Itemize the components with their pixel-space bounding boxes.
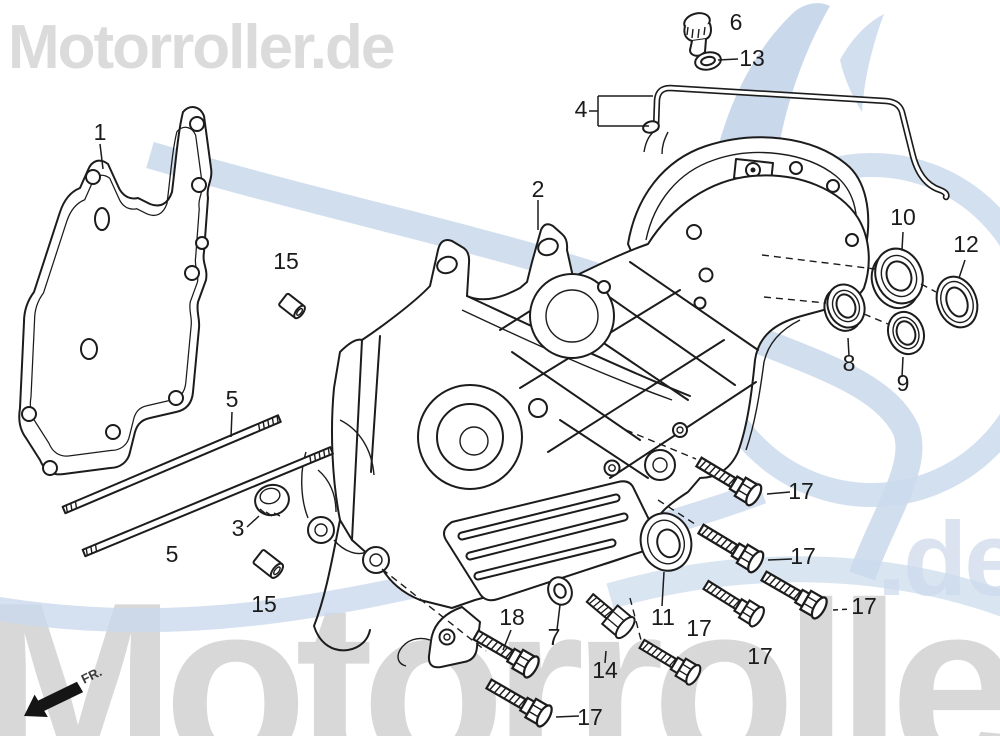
top-watermark-text: Motorroller.de [8,13,394,82]
part-callout-17-d: 17 [747,643,773,669]
tube-fitting [642,120,660,134]
crankcase-bottom-tab [427,606,481,669]
part-callout-17-b: 17 [790,543,816,569]
part-callout-3: 3 [232,515,245,541]
front-arrow-icon [24,681,84,717]
part-callout-17-e: 17 [686,615,712,641]
crankcase-left-arms [301,335,431,667]
stud-part-5-lower [81,446,334,558]
part-callout-15-lower: 15 [251,591,277,617]
part-callout-17-a: 17 [788,478,814,504]
gasket-part-1 [18,106,213,476]
crankcase-fin-block [443,480,659,602]
logo-wing-accent [840,14,884,112]
stud-part-5-upper [61,414,282,515]
flange-bolt-14 [585,592,636,640]
assembly-axis-lines [381,254,937,652]
seal-part-11 [639,512,693,572]
part-callout-7: 7 [548,624,561,650]
callout-labels: 1 2 6 13 4 10 12 8 9 15 5 3 5 15 11 18 7… [94,9,979,730]
seal-part-12 [935,275,979,329]
bearing-part-9 [886,310,926,356]
part-callout-9: 9 [897,370,910,396]
oil-cap-part-6 [683,12,712,57]
part-callout-12: 12 [953,231,979,257]
part-callout-10: 10 [890,204,916,230]
part-callout-5-lower: 5 [166,541,179,567]
plug-part-3 [254,483,290,517]
part-callout-5-upper: 5 [226,386,239,412]
part-callout-2: 2 [532,176,545,202]
crankcase-part-2 [301,129,870,669]
oring-part-13 [694,51,722,71]
part-drawings: 1 2 6 13 4 10 12 8 9 15 5 3 5 15 11 18 7… [18,9,979,730]
dowel-pin-part-15-upper [278,292,306,320]
part-callout-17-c: 17 [851,593,877,619]
part-callout-11: 11 [651,604,675,630]
part-callout-8: 8 [843,350,856,376]
part-callout-13: 13 [739,45,765,71]
dowel-pin-part-15-lower [252,549,285,579]
part-callout-6: 6 [730,9,743,35]
cooling-fins [457,493,629,581]
part-callout-1: 1 [94,119,107,145]
crankcase-bolt-holes [603,161,859,477]
callout-leader-lines [99,58,966,718]
part-callout-14: 14 [592,657,618,683]
bearing-part-10 [870,247,924,310]
gasket-bolt-holes [21,116,209,476]
breather-tube-part-4 [642,84,950,201]
washer-part-7 [547,576,573,606]
part-callout-18: 18 [499,604,525,630]
part-callout-15-upper: 15 [273,248,299,274]
logo-ribbon-corner [606,556,1000,617]
bearing-part-8 [823,283,866,332]
part-callout-4: 4 [575,96,588,122]
part-callout-17-f: 17 [577,704,603,730]
